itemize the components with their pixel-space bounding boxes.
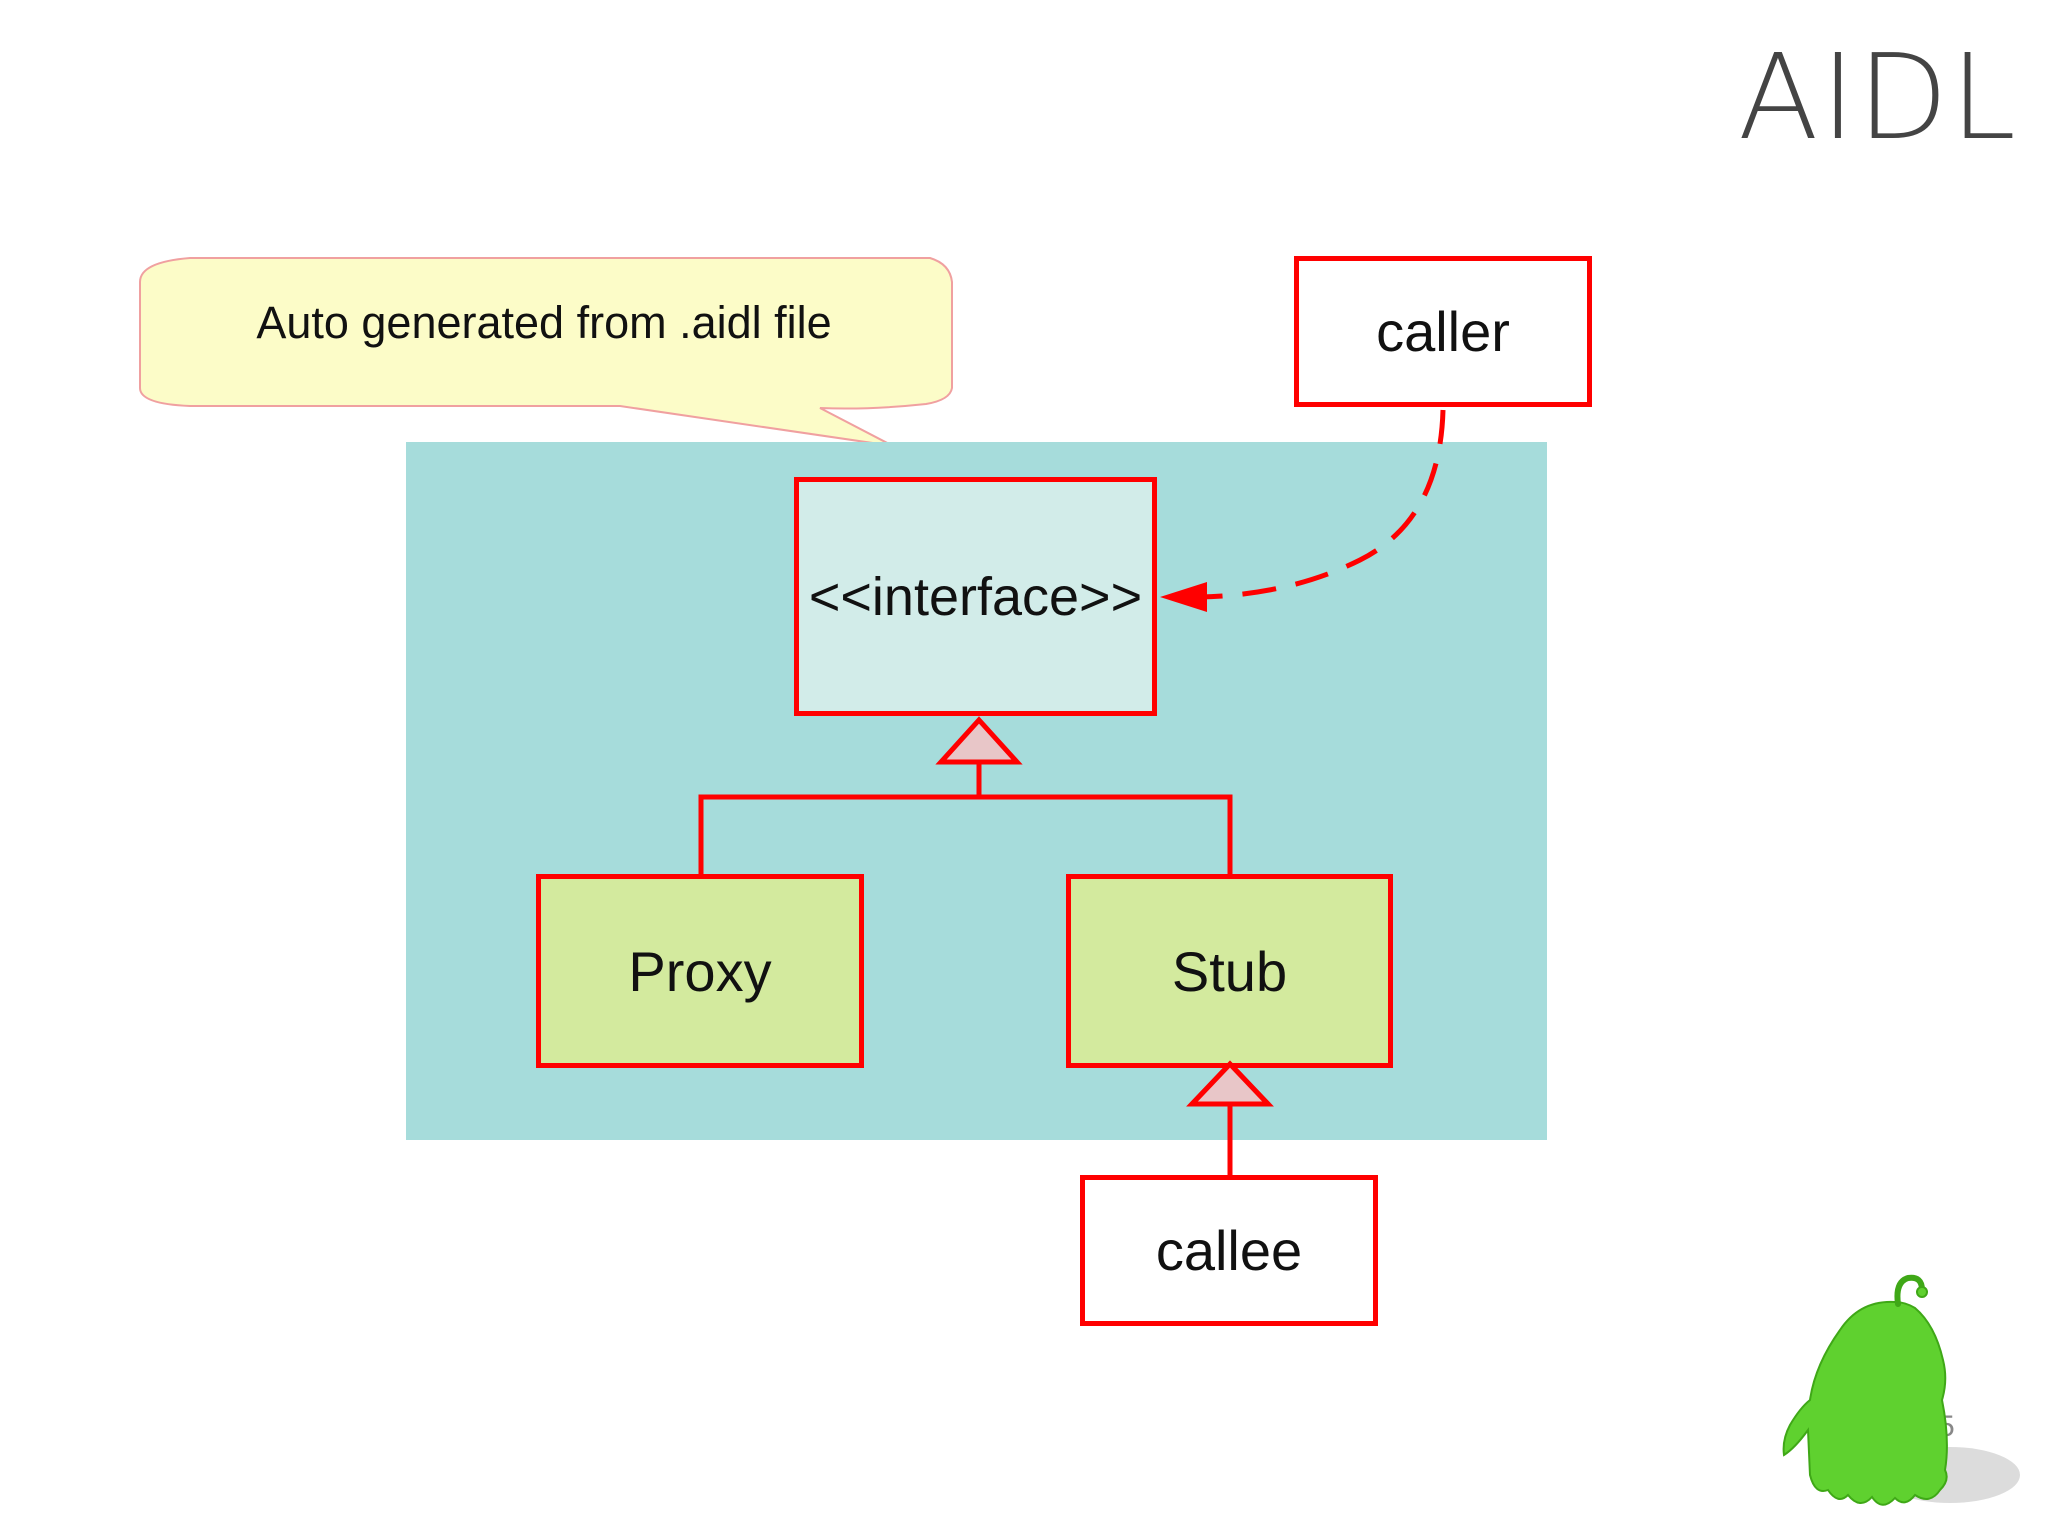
proxy-box: Proxy [536, 874, 864, 1068]
caller-label: caller [1376, 300, 1510, 363]
callee-label: callee [1155, 1219, 1303, 1282]
mascot-body [1782, 1300, 1948, 1506]
proxy-to-interface-line [698, 762, 982, 876]
stub-to-interface-line [979, 794, 1233, 876]
slide-title: AIDL [1737, 28, 2018, 166]
callout-bubble-shape [139, 256, 953, 447]
stub-box: Stub [1066, 874, 1393, 1068]
callout-text: Auto generated from .aidl file [256, 297, 832, 348]
dependency-arrowhead [1160, 582, 1207, 612]
callee-box: callee [1080, 1175, 1378, 1326]
stub-inheritance-triangle-overlay [1186, 1060, 1274, 1107]
interface-inheritance-triangle [935, 716, 1023, 765]
caller-box: caller [1294, 256, 1592, 407]
stub-label: Stub [1171, 939, 1288, 1003]
interface-label: <<interface>> [808, 566, 1143, 627]
caller-dependency-line [1199, 409, 1446, 600]
mascot-antenna [1894, 1274, 1925, 1307]
interface-box: <<interface>> [794, 477, 1157, 716]
proxy-label: Proxy [628, 939, 772, 1003]
